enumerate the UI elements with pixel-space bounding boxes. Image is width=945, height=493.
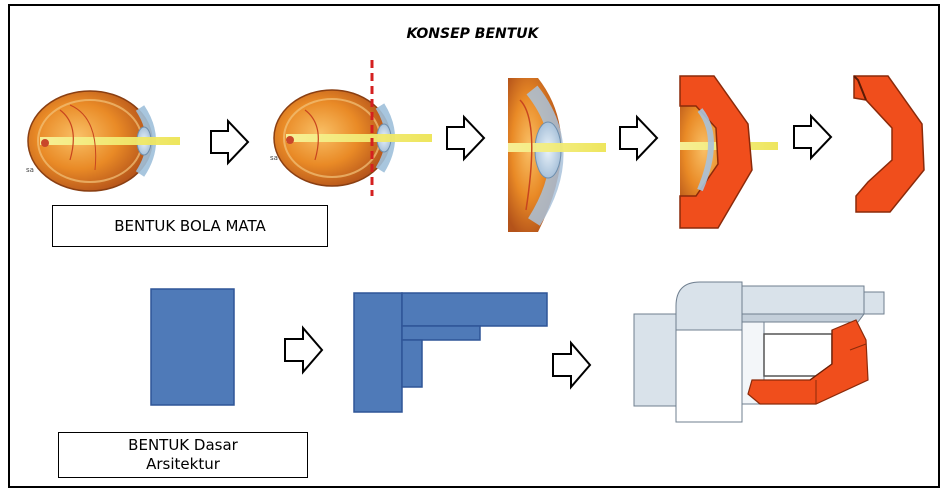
arrow-6 (552, 340, 592, 390)
architecture-shape-label-line1: BENTUK Dasar (128, 436, 238, 454)
arrow-1 (210, 118, 250, 166)
blue-block-basic (150, 288, 235, 406)
diagram-title: KONSEP BENTUK (406, 26, 539, 42)
arrow-5 (284, 325, 324, 375)
eye-shape-label-text: BENTUK BOLA MATA (114, 216, 266, 235)
eye-image-mark-1: sa (26, 166, 34, 174)
arrow-4 (793, 113, 833, 161)
eyeball-image-1 (27, 90, 180, 192)
eye-section-image (508, 78, 606, 232)
blue-block-composition (353, 292, 548, 413)
architecture-shape-label: BENTUK Dasar Arsitektur (58, 432, 308, 478)
architecture-3d-model (633, 281, 885, 423)
diagram-frame (8, 4, 940, 488)
eye-shape-label: BENTUK BOLA MATA (52, 205, 328, 247)
arrow-3 (619, 114, 659, 162)
arrow-2 (446, 114, 486, 162)
eye-image-mark-2: sa (270, 154, 278, 162)
eyeball-image-2 (273, 89, 432, 187)
eye-shape-overlay-image (679, 75, 778, 229)
architecture-shape-label-line2: Arsitektur (146, 455, 220, 473)
